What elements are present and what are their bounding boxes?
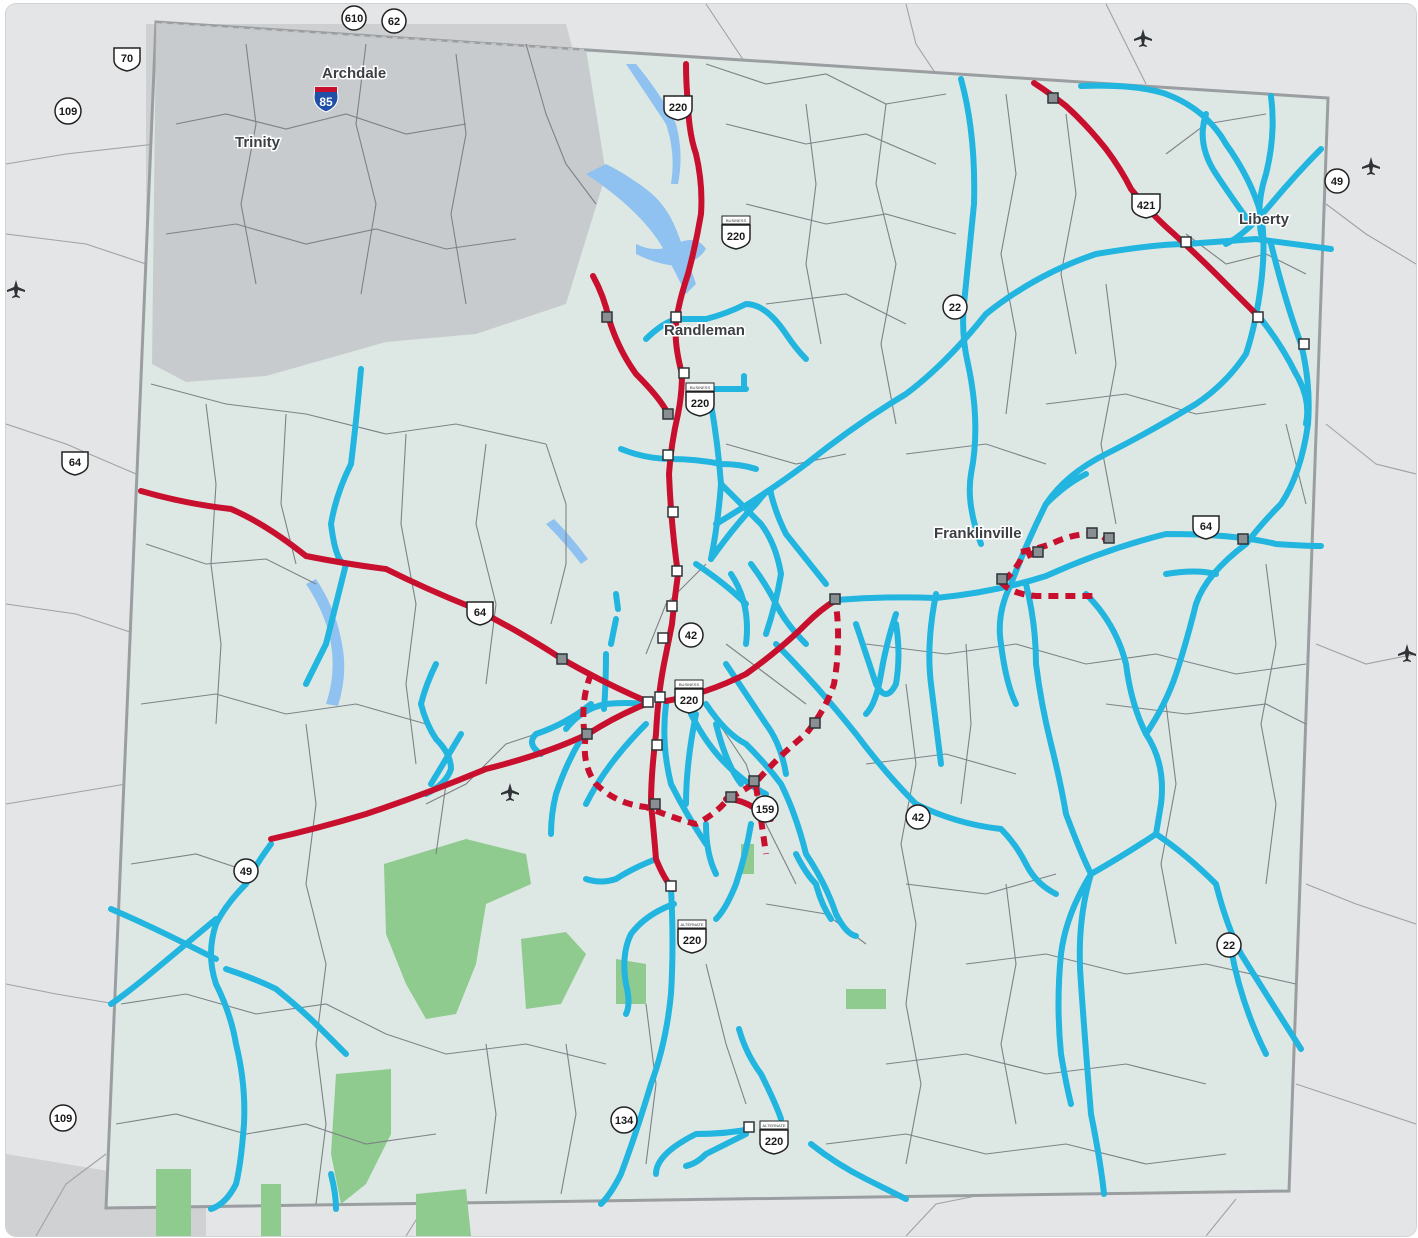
state-route-shield: 610	[341, 5, 367, 31]
liberty-routes[interactable]	[1008, 82, 1267, 587]
urban-area-trinity	[152, 22, 606, 382]
nc-22-route[interactable]	[958, 76, 984, 547]
state-route-shield: 109	[54, 97, 82, 125]
town-label-trinity: Trinity	[235, 134, 281, 151]
svg-text:610: 610	[345, 13, 363, 25]
svg-text:64: 64	[474, 607, 487, 619]
map-viewport[interactable]: Archdale Trinity Randleman Franklinville…	[6, 4, 1416, 1236]
nc-42-east-route[interactable]	[773, 641, 1059, 897]
airport-icon	[1398, 644, 1416, 662]
us-route-shield: 64	[1192, 515, 1220, 540]
us-alternate-shield: ALTERNATE 220	[677, 919, 707, 954]
state-route-shield: 159	[751, 795, 779, 823]
asheboro-bypass[interactable]	[581, 603, 842, 827]
us-business-shield: BUSINESS 220	[685, 382, 715, 417]
state-route-shield: 42	[905, 804, 931, 830]
svg-text:64: 64	[1200, 521, 1213, 533]
town-label-franklinville: Franklinville	[934, 525, 1022, 542]
svg-text:BUSINESS: BUSINESS	[726, 218, 747, 223]
svg-text:220: 220	[727, 231, 745, 243]
state-route-shield: 49	[233, 858, 259, 884]
airport-markers	[7, 29, 1416, 801]
svg-text:BUSINESS: BUSINESS	[690, 385, 711, 390]
park-areas	[156, 839, 886, 1236]
franklinville-south-routes[interactable]	[1083, 591, 1304, 1052]
nc-49-west-route[interactable]	[323, 366, 364, 647]
svg-text:70: 70	[121, 53, 133, 65]
state-route-shield: 22	[942, 294, 968, 320]
town-label-liberty: Liberty	[1239, 211, 1290, 228]
svg-text:64: 64	[69, 457, 82, 469]
svg-text:49: 49	[1331, 176, 1343, 188]
airport-icon	[501, 783, 519, 801]
us-421-freeway[interactable]	[1031, 80, 1259, 317]
state-route-shield: 134	[610, 1106, 638, 1134]
interstate-shield: 85	[313, 86, 339, 113]
svg-text:220: 220	[680, 695, 698, 707]
outside-road-network	[6, 4, 1416, 1236]
svg-text:62: 62	[388, 16, 400, 28]
svg-text:BUSINESS: BUSINESS	[679, 682, 700, 687]
us-alternate-shield: ALTERNATE 220	[759, 1120, 789, 1155]
svg-text:85: 85	[319, 95, 333, 109]
svg-text:42: 42	[685, 630, 697, 642]
us-route-shield: 220	[663, 95, 693, 121]
interchange-nodes	[556, 92, 1310, 1133]
svg-text:22: 22	[1223, 940, 1235, 952]
svg-text:421: 421	[1137, 200, 1155, 212]
state-route-shield: 22	[1216, 932, 1242, 958]
us-business-shield: BUSINESS 220	[721, 215, 751, 250]
svg-text:42: 42	[912, 812, 924, 824]
airport-icon	[7, 280, 25, 298]
svg-text:134: 134	[615, 1115, 634, 1127]
svg-text:22: 22	[949, 302, 961, 314]
state-route-shield: 109	[49, 1104, 77, 1132]
us-311-freeway[interactable]	[590, 273, 671, 417]
route-shields: 70 610 62 85 109 220 BUSI	[49, 5, 1350, 1155]
svg-text:109: 109	[59, 106, 77, 118]
nc-49-freeway[interactable]	[268, 701, 649, 842]
us-route-shield: 421	[1131, 193, 1161, 219]
us-business-shield: BUSINESS 220	[674, 679, 704, 714]
svg-text:ALTERNATE: ALTERNATE	[763, 1123, 786, 1128]
state-route-shield: 49	[1324, 168, 1350, 194]
town-labels: Archdale Trinity Randleman Franklinville…	[234, 64, 1292, 544]
svg-text:220: 220	[691, 398, 709, 410]
svg-text:ALTERNATE: ALTERNATE	[681, 922, 704, 927]
svg-text:49: 49	[240, 866, 252, 878]
state-route-shield: 42	[678, 622, 704, 648]
nc-49-east-route[interactable]	[713, 236, 1334, 527]
airport-icon	[1134, 29, 1152, 47]
state-route-shield: 62	[381, 8, 407, 34]
us-64-east-route[interactable]	[833, 531, 1324, 603]
town-label-randleman: Randleman	[664, 322, 745, 339]
svg-text:220: 220	[669, 102, 687, 114]
us-route-shield: 70	[113, 47, 141, 72]
town-label-archdale: Archdale	[322, 65, 386, 82]
us-220-freeway[interactable]	[648, 61, 705, 892]
svg-text:109: 109	[54, 1113, 72, 1125]
us-route-shield: 64	[466, 601, 494, 626]
us-route-shield: 64	[61, 451, 89, 476]
svg-text:220: 220	[765, 1136, 783, 1148]
svg-text:159: 159	[756, 804, 774, 816]
svg-text:220: 220	[683, 935, 701, 947]
county-border-north	[155, 21, 1329, 99]
county-road-map[interactable]: Archdale Trinity Randleman Franklinville…	[6, 4, 1416, 1236]
airport-icon	[1362, 157, 1380, 175]
